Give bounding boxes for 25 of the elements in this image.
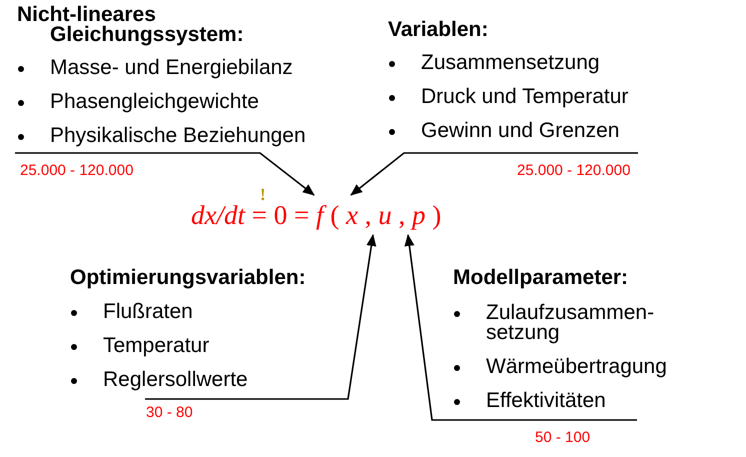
list-heading: Nicht-lineares Gleichungssystem: (17, 5, 245, 45)
range-label: 25.000 - 120.000 (517, 163, 630, 179)
range-label: 50 - 100 (535, 430, 590, 446)
list-heading: Modellparameter: (453, 268, 628, 288)
leader-arrow (145, 234, 376, 400)
leader-arrow (350, 152, 638, 196)
range-label: 25.000 - 120.000 (20, 163, 134, 179)
list-item: Gewinn und Grenzen (421, 121, 620, 141)
list-item: Phasengleichgewichte (50, 92, 259, 112)
list-item: Zulaufzusammen- setzung (486, 303, 656, 343)
list-item: Druck und Temperatur (421, 87, 628, 107)
list-heading: Variablen: (388, 20, 488, 40)
annotation-mark: ! (260, 187, 266, 203)
list-item: Effektivitäten (486, 391, 606, 411)
list-item: Flußraten (103, 302, 193, 322)
list-item: Wärmeübertragung (486, 357, 667, 377)
range-label: 30 - 80 (146, 405, 193, 421)
list-item: Physikalische Beziehungen (50, 126, 306, 146)
list-heading: Optimierungsvariablen: (70, 268, 306, 288)
leader-arrow (15, 152, 315, 196)
list-item: Zusammensetzung (421, 53, 600, 73)
list-item: Reglersollwerte (103, 370, 248, 390)
list-item: Temperatur (103, 336, 210, 356)
leader-arrow (404, 234, 637, 421)
list-item: Masse- und Energiebilanz (50, 58, 293, 78)
